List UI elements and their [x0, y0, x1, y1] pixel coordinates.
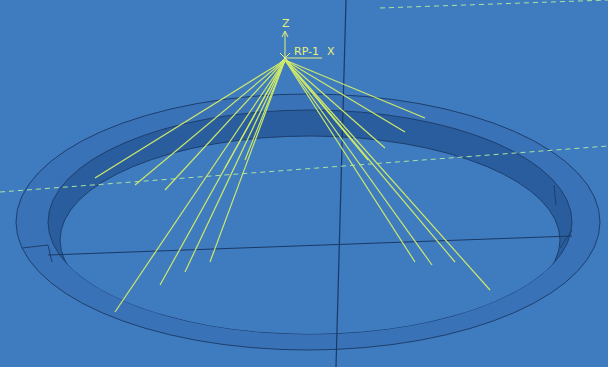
axis-label: Z: [282, 18, 290, 30]
reference-point-label: RP-1: [294, 46, 319, 58]
axis-label: X: [327, 46, 335, 58]
